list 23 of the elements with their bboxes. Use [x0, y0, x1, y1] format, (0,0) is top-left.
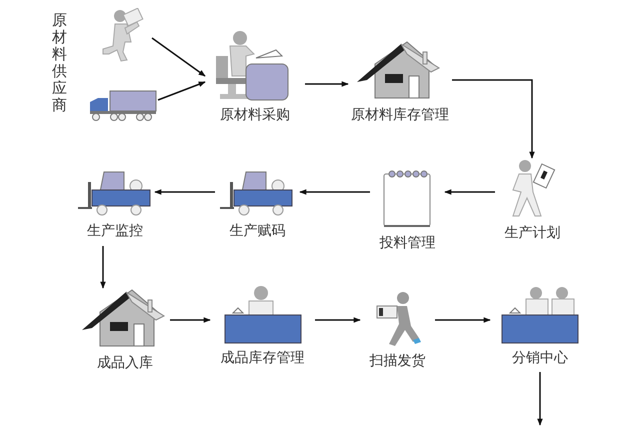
- arrow: [452, 79, 535, 159]
- node-label: 扫描发货: [370, 352, 426, 370]
- arrow: [305, 81, 349, 87]
- vertical-label: 原材料供应商: [52, 12, 68, 114]
- node-label: 原材料库存管理: [351, 106, 449, 124]
- arrow: [537, 372, 543, 426]
- arrow: [315, 317, 361, 323]
- node-label: 生产计划: [504, 224, 560, 242]
- arrow: [158, 81, 206, 101]
- node-label: 生产监控: [87, 222, 143, 240]
- arrow: [154, 189, 215, 195]
- node-label: 生产赋码: [230, 222, 286, 240]
- node-label: 成品入库: [97, 354, 153, 372]
- arrow: [444, 189, 495, 195]
- arrow: [100, 246, 106, 289]
- arrow: [299, 189, 370, 195]
- node-label: 原材料采购: [220, 106, 290, 124]
- arrow: [435, 317, 491, 323]
- arrow: [170, 317, 211, 323]
- node-label: 成品库存管理: [220, 349, 304, 367]
- node-label: 分销中心: [512, 349, 568, 367]
- arrow: [152, 37, 206, 77]
- node-label: 投料管理: [380, 234, 436, 252]
